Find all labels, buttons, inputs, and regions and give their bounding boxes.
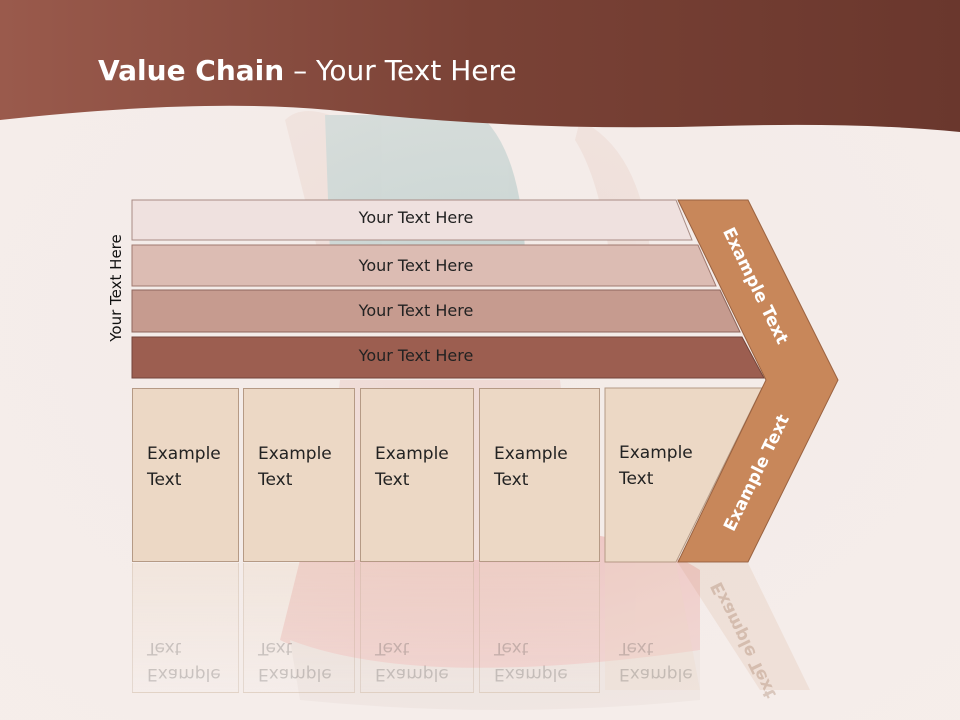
box-line2: Text [375,470,410,490]
title-rest: – Your Text Here [284,54,517,87]
refl-line2: Text [375,638,410,658]
slide-title: Value Chain – Your Text Here [98,54,517,87]
refl-line2: Text [494,638,529,658]
reflection-text: Example Text [619,635,719,687]
box-reflection: Example Text [360,563,474,693]
box-5-shape [604,387,763,563]
reflection-text: Example Text [258,635,358,687]
bar-2-label: Your Text Here [358,256,474,275]
chevron-arrow [677,199,839,563]
box-line1: Example [619,443,693,463]
bar-1 [131,199,693,241]
refl-line1: Example [147,664,221,684]
header-band [0,0,960,132]
reflection-text: Example Text [494,635,594,687]
box-line2: Text [494,470,529,490]
box-line2: Text [147,470,182,490]
refl-line1: Example [619,664,693,684]
refl-line1: Example [494,664,568,684]
box-line2: Text [619,469,654,489]
box-reflection: Example Text [479,563,600,693]
box-line1: Example [375,444,449,464]
box-reflection: Example Text [243,563,355,693]
box-line1: Example [494,444,568,464]
reflection-text: Example Text [375,635,475,687]
bar-2 [131,244,717,287]
reflection-text: Example Text [147,635,247,687]
refl-line2: Text [258,638,293,658]
refl-line1: Example [375,664,449,684]
bar-1-label: Your Text Here [358,208,474,227]
box-reflection: Example Text [132,563,239,693]
refl-line2: Text [147,638,182,658]
side-label: Your Text Here [107,234,125,342]
title-bold: Value Chain [98,54,285,87]
bar-3 [131,289,741,333]
box-line1: Example [258,444,332,464]
box-line2: Text [258,470,293,490]
box-line1: Example [147,444,221,464]
bar-4-label: Your Text Here [358,346,474,365]
bar-3-label: Your Text Here [358,301,474,320]
refl-line2: Text [619,638,654,658]
box-reflection: Example Text [605,563,705,693]
refl-line1: Example [258,664,332,684]
bar-4 [131,336,765,379]
